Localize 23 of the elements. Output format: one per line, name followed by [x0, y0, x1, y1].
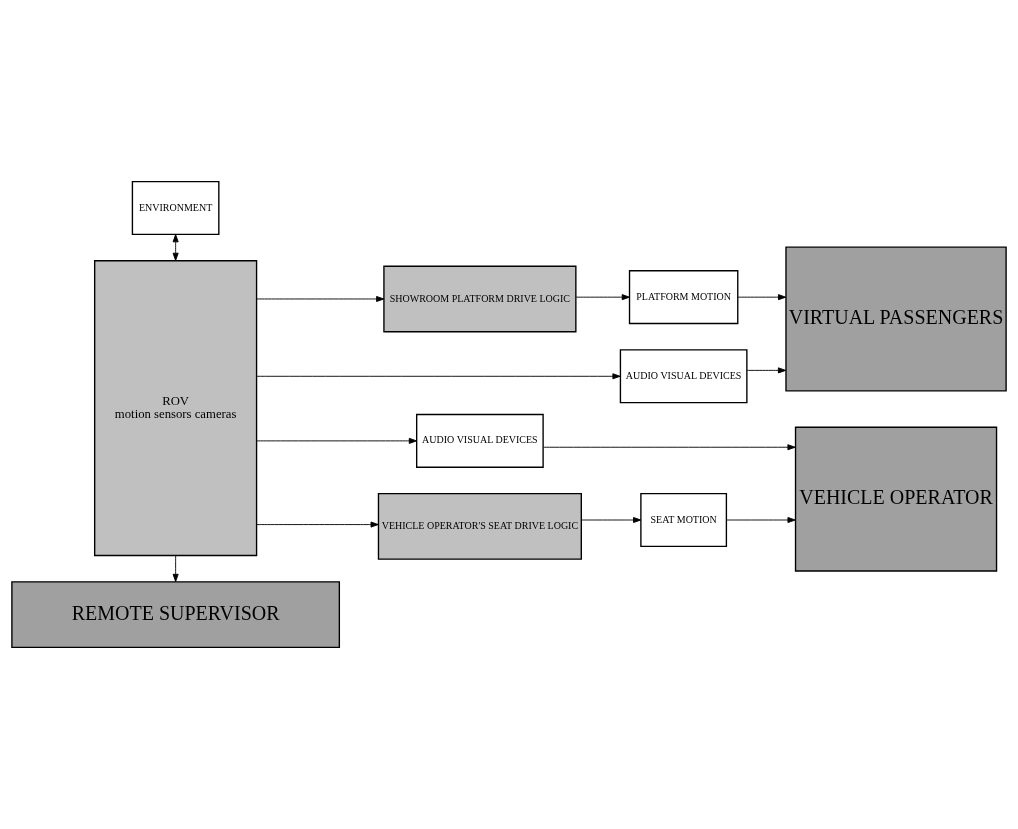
arrow — [172, 555, 179, 582]
arrow — [737, 294, 787, 301]
arrow — [256, 437, 417, 444]
node-box: PLATFORM MOTION — [628, 270, 739, 325]
node-box: VEHICLE OPERATOR'S SEAT DRIVE LOGIC — [377, 492, 582, 560]
arrow — [726, 517, 796, 523]
node-box: ENVIRONMENT — [131, 180, 220, 236]
arrow — [575, 294, 630, 301]
node-box: AUDIO VISUAL DEVICES — [416, 413, 544, 468]
arrow — [256, 521, 379, 528]
node-box: VEHICLE OPERATOR — [794, 426, 998, 572]
arrow — [581, 517, 642, 523]
arrow — [746, 367, 787, 374]
node-box: VIRTUAL PASSENGERS — [785, 246, 1007, 392]
node-box: SHOWROOM PLATFORM DRIVE LOGIC — [383, 265, 577, 333]
node-box: ROV motion sensors cameras — [94, 260, 258, 557]
arrow — [256, 373, 621, 380]
arrow — [172, 234, 179, 261]
arrow — [256, 295, 385, 302]
node-box: SEAT MOTION — [640, 492, 728, 548]
node-box: AUDIO VISUAL DEVICES — [619, 349, 748, 404]
arrow — [543, 444, 796, 451]
node-box: REMOTE SUPERVISOR — [11, 581, 341, 649]
